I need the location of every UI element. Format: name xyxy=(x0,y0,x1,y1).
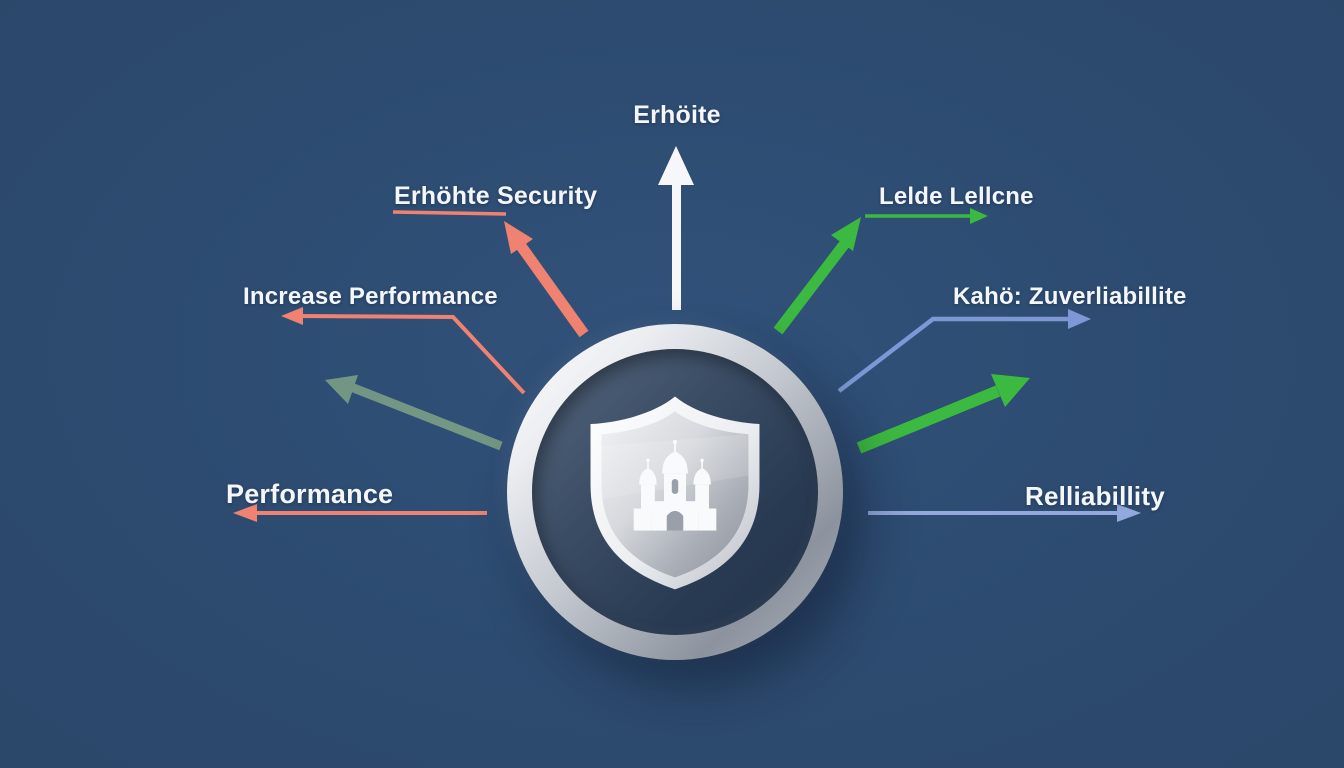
arrow-shaft xyxy=(773,234,854,335)
arrow-head xyxy=(831,217,861,251)
label-left: Increase Performance xyxy=(243,283,498,310)
castle-door xyxy=(666,510,684,531)
arrow-head xyxy=(233,504,257,522)
arrow-upper-right-green xyxy=(773,208,988,335)
arrow-up-white xyxy=(658,146,694,310)
arrow-head xyxy=(991,374,1030,407)
label-top: Erhöite xyxy=(633,101,721,129)
castle-window xyxy=(671,479,679,494)
arrow-head xyxy=(281,307,303,325)
arrow-head xyxy=(1068,309,1091,329)
arrow-up-left-sage xyxy=(325,375,503,451)
label-upper-left: Erhöhte Security xyxy=(394,182,598,210)
label-right: Kahö: Zuverliabillite xyxy=(953,283,1187,310)
arrow-upper-left-salmon xyxy=(392,210,589,338)
arrow-shaft xyxy=(856,385,1001,454)
arrow-shaft xyxy=(349,382,503,451)
castle-icon xyxy=(633,439,717,531)
arrow-shaft xyxy=(295,314,526,395)
arrow-lower-right-periwinkle xyxy=(868,504,1141,522)
arrow-shaft xyxy=(837,316,1070,393)
arrow-head xyxy=(325,375,358,404)
arrow-right-periwinkle xyxy=(837,309,1091,393)
arrow-head-small xyxy=(970,208,988,224)
label-lower-left: Performance xyxy=(226,479,394,509)
arrow-head xyxy=(1117,504,1141,522)
arrow-head xyxy=(658,146,694,185)
arrow-shaft xyxy=(672,176,681,310)
arrow-shaft xyxy=(516,242,589,338)
shield-emblem xyxy=(507,324,843,660)
arrow-head xyxy=(504,221,533,254)
arrow-right-green xyxy=(856,374,1030,454)
label-underline xyxy=(392,210,507,216)
label-lower-right: Relliabillity xyxy=(1025,481,1165,511)
arrow-lower-left-salmon xyxy=(233,504,487,522)
label-upper-right: Lelde Lellcne xyxy=(879,183,1034,210)
shield-castle-icon xyxy=(590,396,760,590)
arrow-left-salmon xyxy=(281,307,526,395)
